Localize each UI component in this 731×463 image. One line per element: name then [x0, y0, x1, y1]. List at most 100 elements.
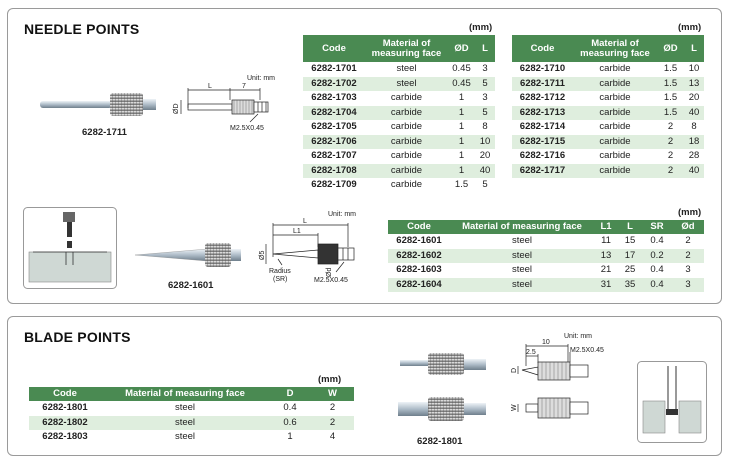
cell-code: 6282-1716 [519, 150, 566, 162]
cell-value: 25 [624, 264, 636, 276]
blade-points-title: BLADE POINTS [24, 329, 131, 345]
cell-material: steel [511, 235, 533, 247]
needle-table-1: Code Material of measuring face ØD L 628… [303, 35, 495, 193]
conical-part-label: 6282-1601 [168, 280, 214, 291]
cell-material: steel [174, 431, 196, 443]
conical-dim-5: Ø5 [259, 251, 266, 260]
cell-value: 1 [448, 105, 475, 120]
cell-value: 35 [618, 277, 642, 292]
cell-value: 28 [688, 150, 700, 162]
cell-code: 6282-1715 [512, 134, 573, 149]
cell-value: 1.5 [657, 105, 684, 120]
cell-value: 1 [458, 150, 465, 162]
cell-value: 11 [601, 235, 611, 247]
needle-dim-7: 7 [242, 83, 246, 90]
conical-dim-thread: M2.5X0.45 [314, 277, 348, 284]
blade-dim-thread: M2.5X0.45 [570, 347, 604, 354]
cell-value: 0.45 [452, 63, 471, 75]
blade-dim-D: D [511, 368, 518, 373]
cell-value: 15 [624, 235, 636, 247]
header-L: L [618, 220, 642, 234]
blade-drawing-unit: Unit: mm [564, 333, 592, 340]
cell-value: 10 [475, 134, 495, 149]
header-W: W [311, 387, 354, 401]
cell-code: 6282-1704 [303, 105, 365, 120]
cell-material: carbide [573, 163, 657, 178]
cell-code: 6282-1706 [303, 134, 365, 149]
blade-point-image-front [398, 397, 486, 421]
needle-table2-unit: (mm) [678, 22, 702, 33]
header-code: Code [29, 387, 101, 401]
cell-material: steel [365, 76, 448, 91]
header-length: L [475, 35, 495, 62]
cell-value: 0.2 [642, 248, 672, 263]
cell-code: 6282-1713 [512, 105, 573, 120]
cell-value: 5 [475, 105, 495, 120]
header-d: Ød [672, 220, 704, 234]
cell-code: 6282-1705 [311, 121, 357, 133]
cell-material: carbide [390, 92, 423, 104]
cell-value: 13 [684, 76, 704, 91]
blade-part-label: 6282-1801 [417, 436, 463, 447]
cell-value: 2 [311, 415, 354, 430]
cell-value: 2 [667, 121, 674, 133]
cell-value: 8 [482, 121, 488, 133]
cell-material: steel [450, 277, 594, 292]
cell-value: 1.5 [663, 92, 678, 104]
cell-material: steel [396, 63, 417, 75]
cell-value: 17 [618, 248, 642, 263]
header-material: Material of measuring face [450, 220, 594, 234]
cell-value: 0.6 [269, 415, 311, 430]
cell-code: 6282-1707 [311, 150, 357, 162]
cell-code: 6282-1712 [519, 92, 566, 104]
header-material: Material of measuring face [573, 35, 657, 62]
conical-dim-radius: Radius [269, 268, 291, 275]
cell-code: 6282-1717 [512, 163, 573, 178]
cell-value: 1.5 [663, 63, 678, 75]
needle-usage-illustration [23, 207, 117, 289]
needle-technical-drawing: L 7 ØD M2.5X0.45 [173, 83, 269, 132]
table-row: 6282-1712 carbide 1.5 20 [512, 91, 704, 106]
cell-value: 40 [684, 105, 704, 120]
cell-material: carbide [599, 92, 631, 104]
cell-value: 2 [685, 235, 691, 247]
cell-value: 0.4 [283, 402, 297, 414]
conical-table: Code Material of measuring face L1 L SR … [388, 220, 704, 292]
header-L1: L1 [594, 220, 618, 234]
cell-material: carbide [599, 150, 631, 162]
cell-value: 8 [691, 121, 697, 133]
cell-value: 20 [688, 92, 700, 104]
header-code: Code [388, 220, 450, 234]
cell-material: carbide [599, 121, 631, 133]
cell-code: 6282-1801 [42, 402, 88, 414]
blade-points-panel [7, 316, 722, 456]
cell-value: 1 [448, 134, 475, 149]
cell-material: steel [511, 264, 533, 276]
needle-points-title: NEEDLE POINTS [24, 21, 140, 37]
cell-value: 3 [685, 264, 691, 276]
blade-table-unit: (mm) [318, 374, 342, 385]
cell-value: 2 [667, 150, 674, 162]
cell-value: 0.4 [642, 277, 672, 292]
cell-material: carbide [573, 134, 657, 149]
needle-table-2: Code Material of measuring face ØD L 628… [512, 35, 704, 178]
cell-material: carbide [365, 105, 448, 120]
cell-value: 4 [329, 431, 336, 443]
cell-value: 5 [482, 179, 488, 191]
cell-value: 2 [329, 402, 336, 414]
cell-value: 1.5 [657, 76, 684, 91]
cell-material: carbide [599, 63, 631, 75]
